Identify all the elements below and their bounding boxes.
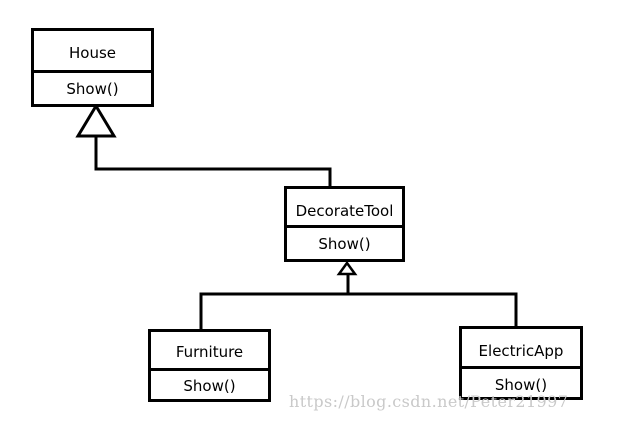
class-furniture-divider: [151, 368, 268, 371]
class-electricapp-method: Show(): [494, 376, 548, 394]
generalization-arrowhead-decoratetool: [336, 260, 358, 276]
class-furniture-name: Furniture: [175, 343, 244, 361]
class-house: House Show(): [31, 28, 154, 107]
generalization-arrowhead-house: [75, 103, 117, 138]
class-furniture: Furniture Show(): [148, 329, 271, 402]
watermark-text: https://blog.csdn.net/Peter21997: [289, 392, 569, 411]
class-electricapp-name: ElectricApp: [478, 342, 564, 360]
class-house-name: House: [68, 44, 116, 62]
class-decoratetool-method: Show(): [318, 235, 371, 253]
generalization-line-decoratetool-house: [94, 136, 332, 186]
class-decoratetool-divider: [287, 225, 402, 228]
class-house-method: Show(): [66, 80, 119, 98]
class-decoratetool: DecorateTool Show(): [284, 186, 405, 262]
class-decoratetool-name: DecorateTool: [295, 202, 394, 220]
class-house-divider: [31, 70, 154, 73]
generalization-line-furniture: [199, 292, 348, 329]
generalization-line-electricapp: [348, 292, 518, 326]
class-electricapp-divider: [459, 366, 583, 369]
class-furniture-method: Show(): [183, 377, 236, 395]
class-electricapp: ElectricApp Show(): [459, 326, 583, 400]
